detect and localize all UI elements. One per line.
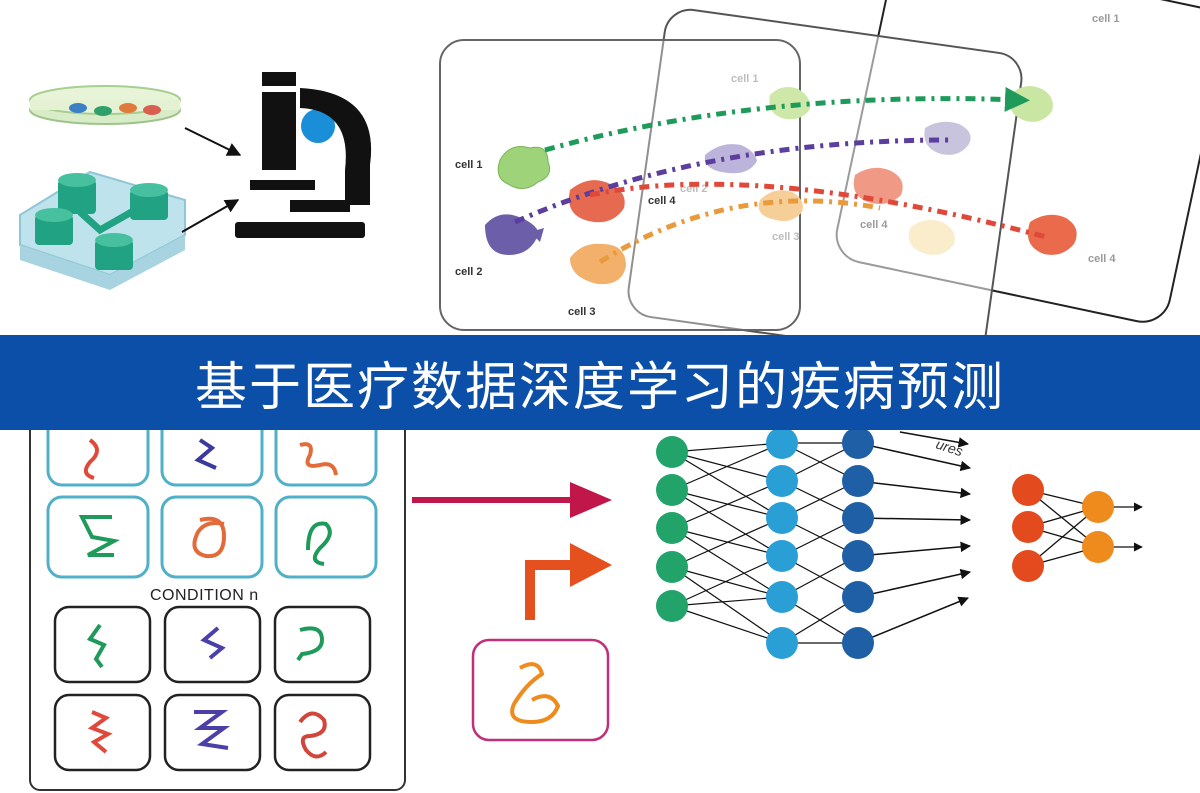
input-arrow-pink <box>412 482 612 518</box>
output-layer-b <box>1082 491 1114 563</box>
cell-label-middle-4: cell 4 <box>860 219 888 231</box>
extra-sample-box <box>471 638 610 742</box>
condition-row-2 <box>46 495 378 579</box>
microscope-icon <box>235 72 372 238</box>
input-arrow-orange <box>525 543 612 620</box>
arrow-dish-to-microscope <box>184 127 242 156</box>
cell-label-middle-1: cell 1 <box>731 73 759 85</box>
condition-n-label: CONDITION n <box>150 587 259 604</box>
features-label: ures <box>934 436 965 460</box>
cell-label-front-2: cell 2 <box>455 266 483 278</box>
condition-row-4 <box>53 693 372 772</box>
cell-trajectories <box>513 86 1051 265</box>
tracking-frame-front: cell 1 cell 2 cell 3 cell 4 <box>439 39 801 331</box>
microfluidic-chip-icon <box>19 170 186 290</box>
cell-label-back-1: cell 1 <box>1092 13 1120 25</box>
cell-label-back-4: cell 4 <box>1088 253 1116 265</box>
condition-row-3 <box>53 605 372 684</box>
petri-dish-icon <box>29 85 181 125</box>
cell-label-front-3: cell 3 <box>568 306 596 318</box>
cell-label-middle-3: cell 3 <box>772 231 800 243</box>
condition-row-1 <box>46 413 378 487</box>
page-title: 基于医疗数据深度学习的疾病预测 <box>194 358 1005 418</box>
cell-label-front-1: cell 1 <box>455 159 483 171</box>
network-edges <box>671 442 859 644</box>
title-banner: 基于医疗数据深度学习的疾病预测 <box>0 335 1200 430</box>
condition-panel: CONDITION n <box>29 413 406 791</box>
network-input-layer <box>656 436 688 622</box>
output-layer-a <box>1012 474 1044 582</box>
network-output-arrows <box>857 431 972 644</box>
cell-label-middle-2: cell 2 <box>680 183 708 195</box>
network-hidden-layer-1 <box>766 427 798 659</box>
network-hidden-layer-2 <box>842 427 874 659</box>
arrow-chip-to-microscope <box>181 199 240 233</box>
cell-label-front-4: cell 4 <box>648 195 676 207</box>
cell-shapes <box>485 86 1077 285</box>
